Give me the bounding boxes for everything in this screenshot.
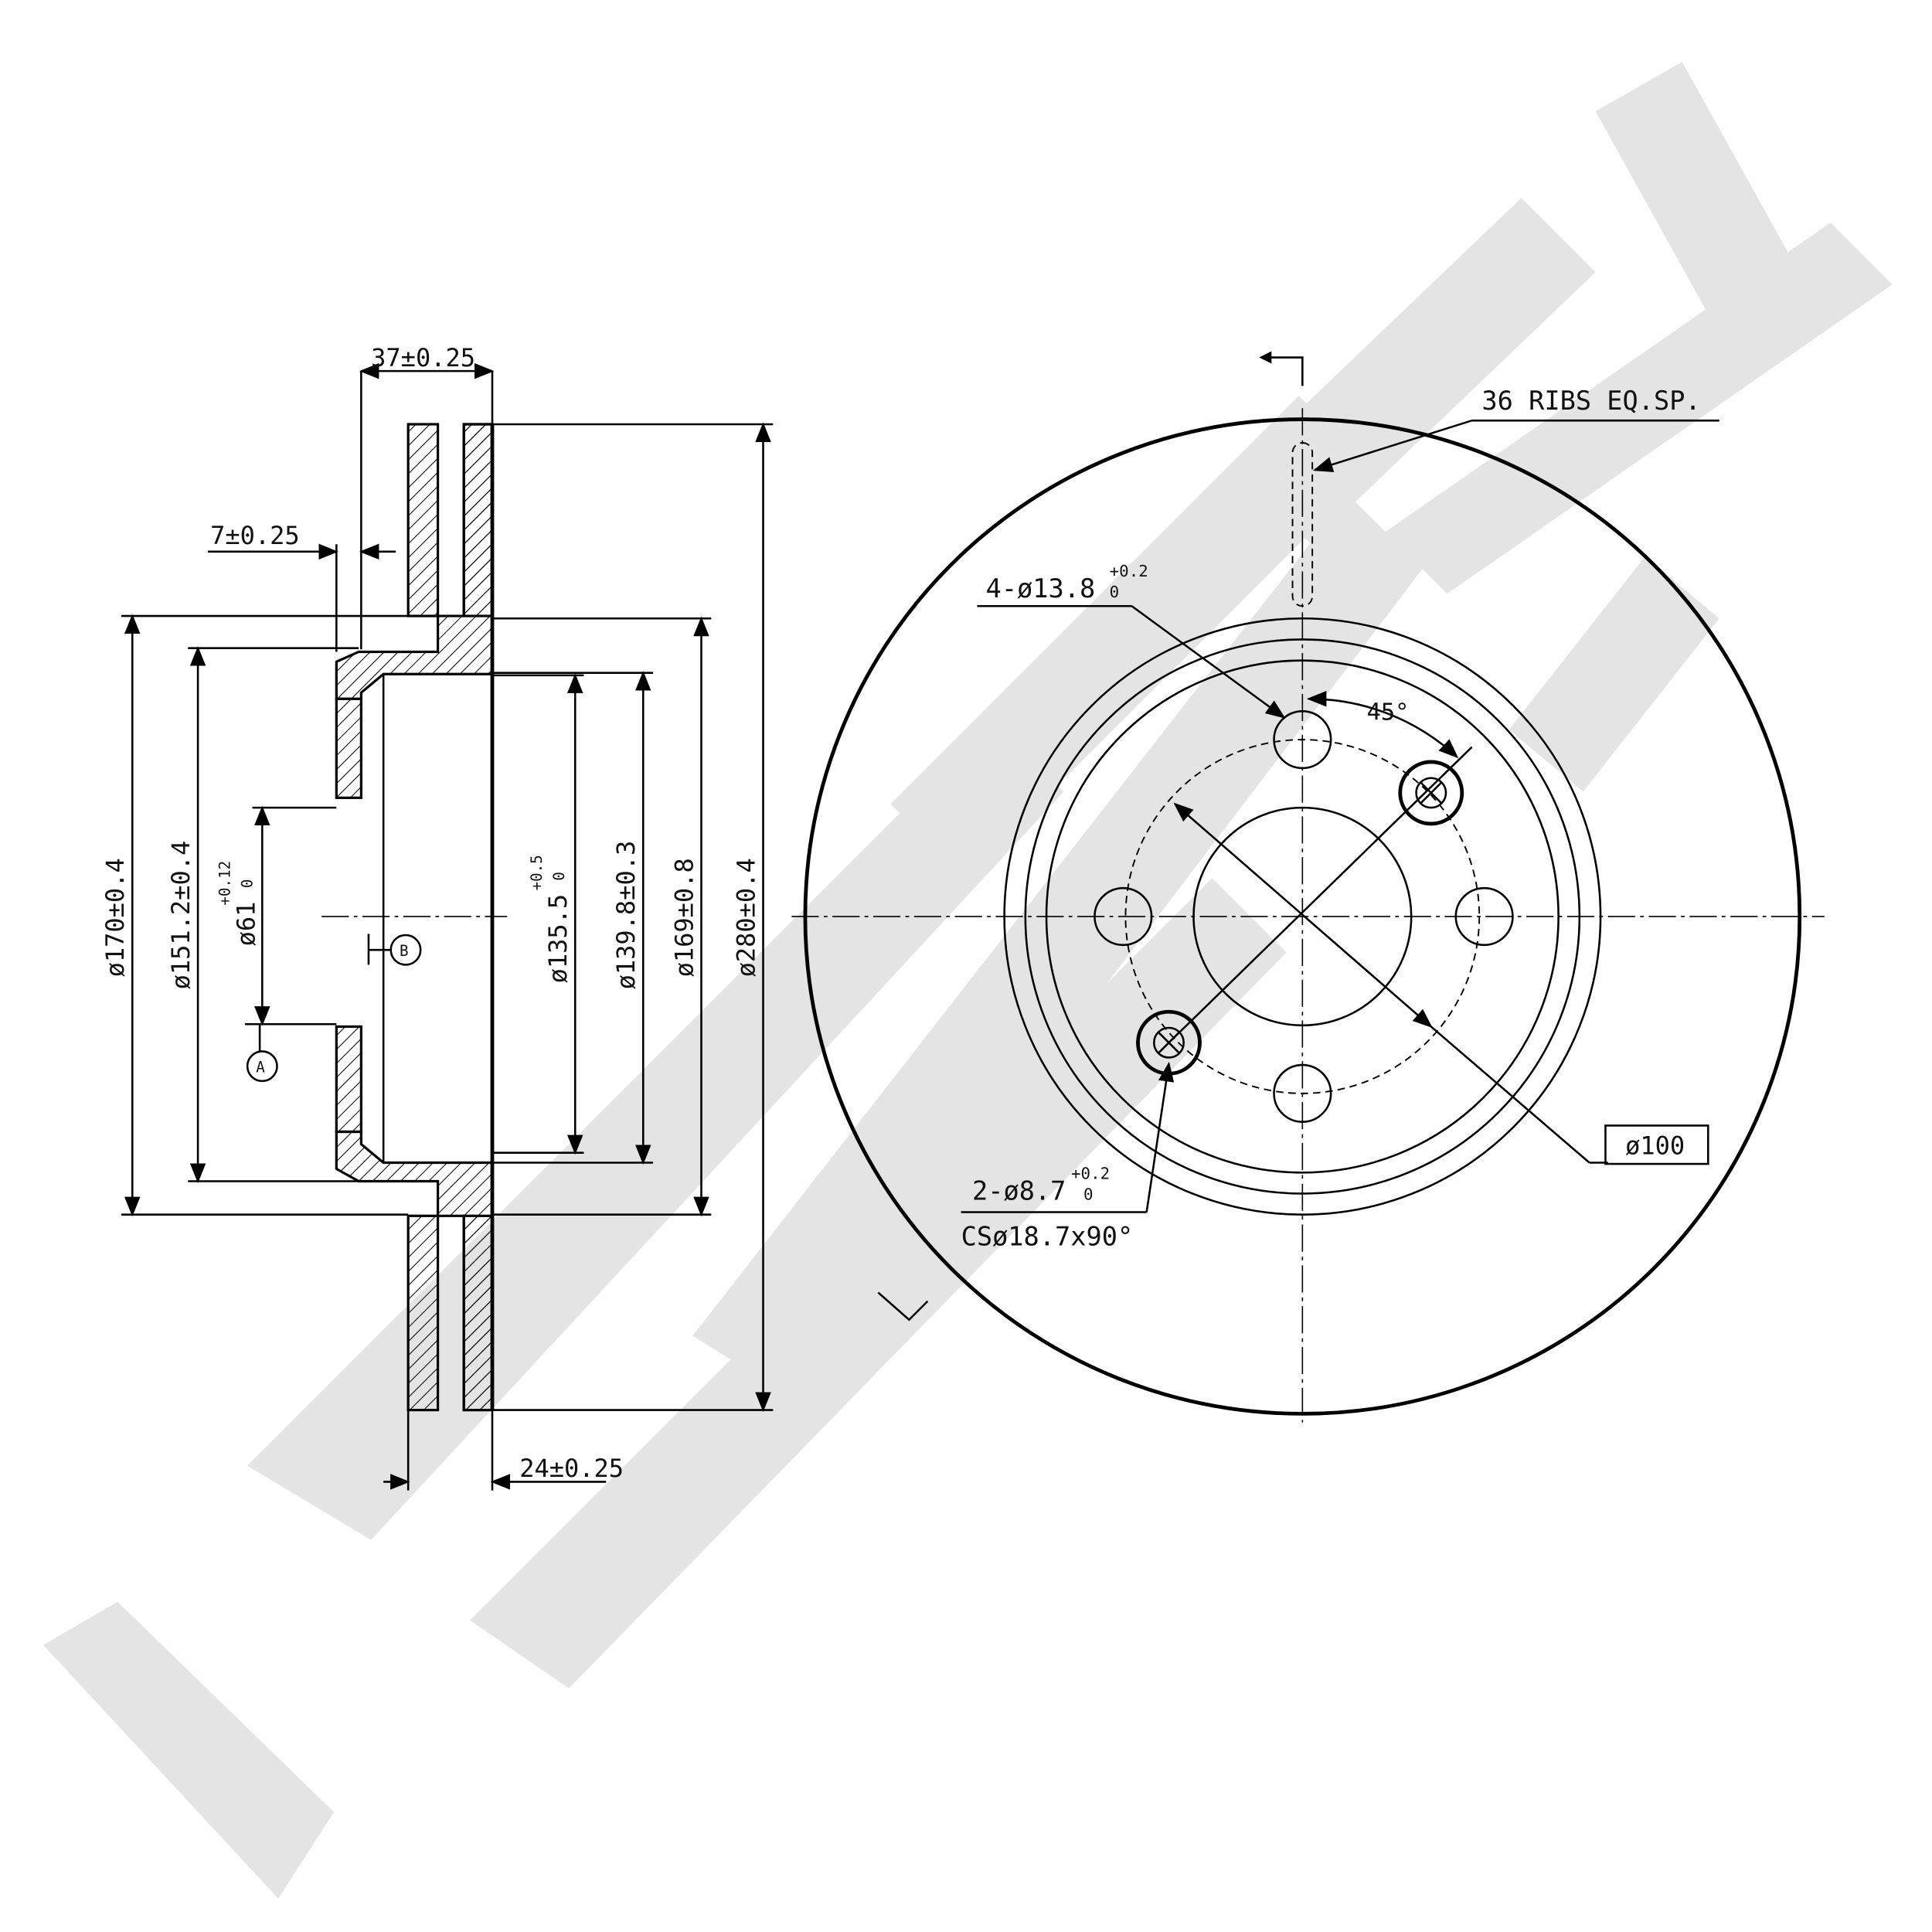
ribs-note: 36 RIBS EQ.SP. [1481, 386, 1700, 416]
pcd-box [1604, 1124, 1709, 1165]
datum-a: A [256, 1059, 265, 1077]
small-holes-tol-lower: 0 [1083, 1185, 1094, 1203]
hub-lower [335, 1025, 362, 1134]
outer-plate-top [406, 423, 440, 617]
front-view: 36 RIBS EQ.SP. 4-ø13.8 +0.2 0 45° 2-ø8.7… [791, 351, 1825, 1423]
pcd-note: ø100 [1625, 1131, 1685, 1160]
outer-plate-bottom [406, 1214, 440, 1412]
dim-d139: ø139.8±0.3 [611, 841, 641, 990]
dim-d169: ø169±0.8 [669, 858, 699, 977]
hub-upper [335, 697, 362, 799]
bolt-holes-note: 4-ø13.8 [986, 573, 1096, 604]
watermark-logo [43, 62, 1893, 1899]
rib-outline [1291, 442, 1314, 607]
dim-hat-height: 24±0.25 [519, 1454, 624, 1483]
bolt-holes-tol-lower: 0 [1110, 583, 1120, 601]
dim-d151: ø151.2±0.4 [166, 841, 196, 990]
dim-d135-tol-upper: +0.5 [528, 855, 546, 890]
dim-d280: ø280±0.4 [731, 858, 760, 977]
dim-d135: ø135.5 [543, 894, 573, 984]
dim-d61: ø61 [232, 902, 261, 947]
small-holes-note: 2-ø8.7 [972, 1175, 1066, 1206]
hat-top [335, 423, 494, 700]
dim-d170: ø170±0.4 [100, 858, 130, 977]
dim-d61-tol-upper: +0.12 [216, 861, 234, 906]
datum-b: B [400, 942, 409, 960]
dim-hub-thickness: 7±0.25 [210, 521, 300, 550]
angle-note: 45° [1367, 699, 1410, 726]
bolt-holes-tol-upper: +0.2 [1110, 562, 1148, 580]
dim-overall-width: 37±0.25 [371, 343, 475, 372]
bolt-holes [1094, 710, 1514, 1123]
dim-d135-tol-lower: 0 [550, 872, 568, 881]
section-view: 37±0.25 7±0.25 24±0.25 ø170±0.4 ø151.2±0… [100, 343, 774, 1491]
small-holes-tol-upper: +0.2 [1071, 1164, 1110, 1182]
dim-d61-tol-lower: 0 [239, 879, 257, 889]
countersink-note: CSø18.7x90° [961, 1222, 1134, 1252]
